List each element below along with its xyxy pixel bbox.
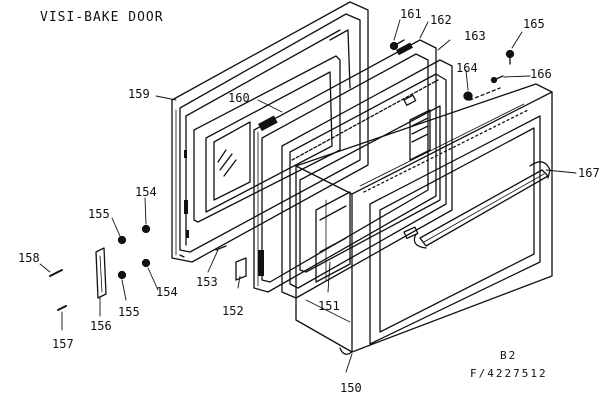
figure-code: B2 [500, 349, 518, 362]
middle-frame-162 [253, 39, 437, 293]
part-label-160: 160 [228, 91, 250, 105]
screw-165 [505, 49, 515, 65]
part-label-165: 165 [523, 17, 545, 31]
part-label-153: 153 [196, 275, 218, 289]
window-frame-151 [299, 105, 441, 283]
part-label-155-lower: 155 [118, 305, 140, 319]
washer-154-lower [141, 258, 151, 268]
door-handle-167 [413, 161, 551, 249]
clip-153 [215, 245, 227, 251]
part-label-158: 158 [18, 251, 40, 265]
washer-155-upper [117, 235, 127, 245]
bracket-152 [235, 257, 247, 281]
insulation-panel-163 [281, 59, 453, 299]
part-label-167: 167 [578, 166, 600, 180]
drawing-number: F/4227512 [470, 367, 548, 380]
part-label-163: 163 [464, 29, 486, 43]
part-label-155-upper: 155 [88, 207, 110, 221]
hinge-156 [95, 247, 107, 299]
nut-164 [463, 91, 473, 101]
part-label-157: 157 [52, 337, 74, 351]
window-glass-160 [193, 55, 341, 223]
part-label-159: 159 [128, 87, 150, 101]
part-label-164: 164 [456, 61, 478, 75]
part-label-154-upper: 154 [135, 185, 157, 199]
screw-166 [490, 75, 504, 84]
screw-161 [389, 39, 405, 51]
washer-154-upper [141, 224, 151, 234]
part-label-152: 152 [222, 304, 244, 318]
part-label-151: 151 [318, 299, 340, 313]
part-label-166: 166 [530, 67, 552, 81]
part-label-154-lower: 154 [156, 285, 178, 299]
part-label-150: 150 [340, 381, 362, 395]
outer-door-panel-150 [295, 83, 553, 355]
washer-155-lower [117, 270, 127, 280]
screw-158 [49, 269, 63, 277]
leader-lines [39, 19, 577, 373]
rear-door-frame-159 [171, 1, 369, 263]
part-label-161: 161 [400, 7, 422, 21]
diagram-title: VISI-BAKE DOOR [40, 10, 164, 25]
screw-157 [57, 305, 67, 311]
part-label-162: 162 [430, 13, 452, 27]
part-label-156: 156 [90, 319, 112, 333]
